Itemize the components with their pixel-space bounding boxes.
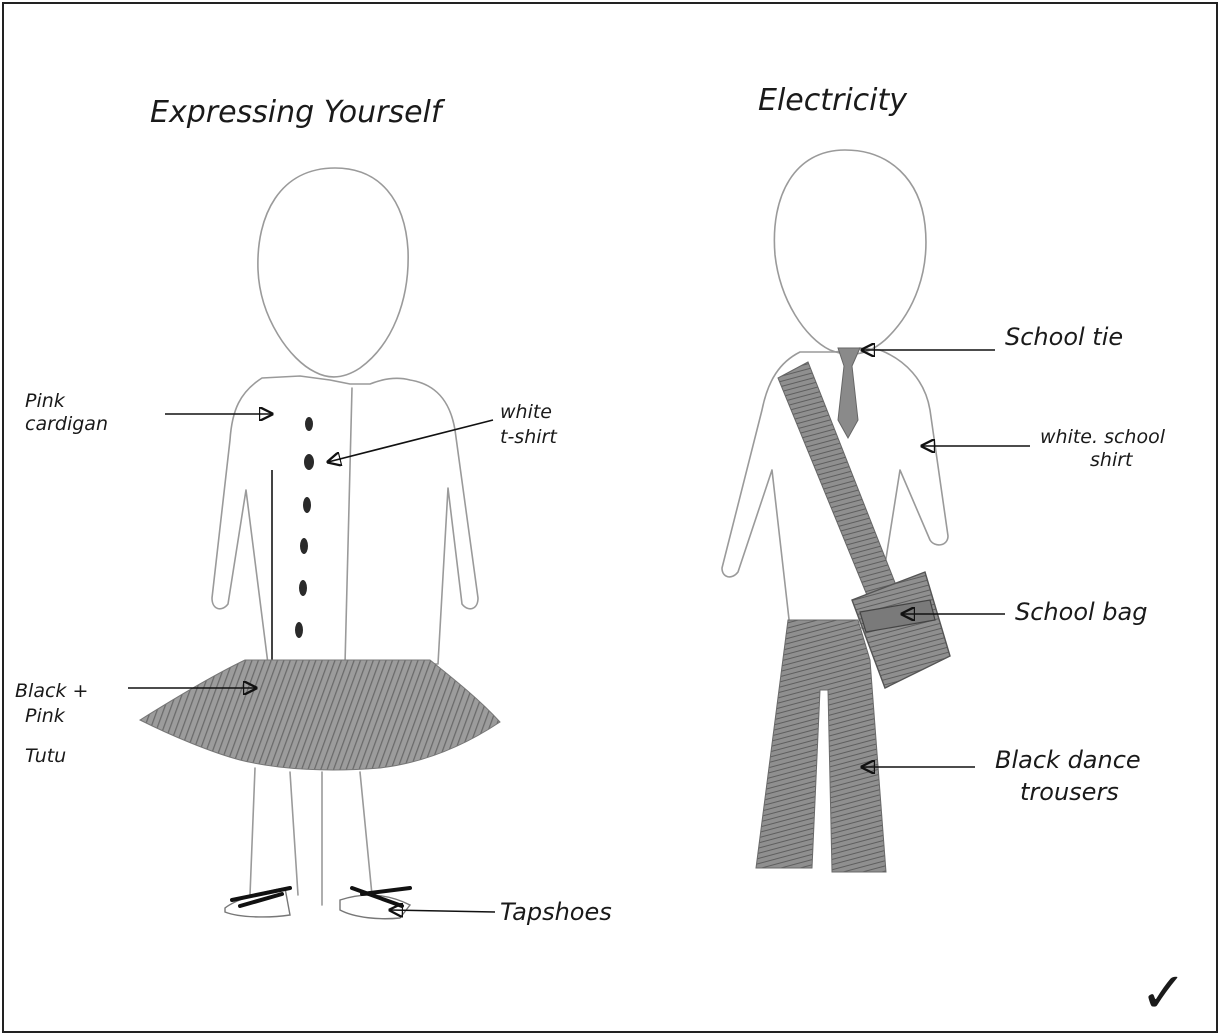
black-dance-trousers <box>756 620 886 872</box>
label-school-tie: School tie <box>1005 323 1123 351</box>
cardigan-edge-line <box>345 388 352 664</box>
label-trousers: Black dance trousers <box>995 746 1148 806</box>
right-figure-head <box>774 150 926 354</box>
right-figure: Electricity School tie white. school shi… <box>722 83 1171 872</box>
arrow-white-tshirt <box>328 420 493 462</box>
right-figure-title: Electricity <box>758 83 908 118</box>
label-pink-cardigan: Pink cardigan <box>25 390 108 435</box>
left-figure-title: Expressing Yourself <box>150 95 446 130</box>
label-school-bag: School bag <box>1015 598 1147 626</box>
check-mark: ✓ <box>1140 961 1187 1026</box>
label-tutu: Black + Pink Tutu <box>15 680 94 767</box>
tutu <box>140 660 500 770</box>
left-figure: Expressing Yourself Pink cardigan <box>15 95 612 926</box>
cardigan-buttons <box>295 417 314 638</box>
page-border <box>3 3 1217 1032</box>
left-figure-legs <box>250 768 372 905</box>
left-figure-cardigan <box>212 376 478 664</box>
label-white-tshirt: white t-shirt <box>500 401 558 448</box>
label-tapshoes: Tapshoes <box>500 898 612 926</box>
left-figure-head <box>258 168 408 377</box>
label-school-shirt: white. school shirt <box>1040 426 1171 471</box>
school-tie <box>838 348 860 438</box>
arrow-tapshoes <box>390 910 495 912</box>
